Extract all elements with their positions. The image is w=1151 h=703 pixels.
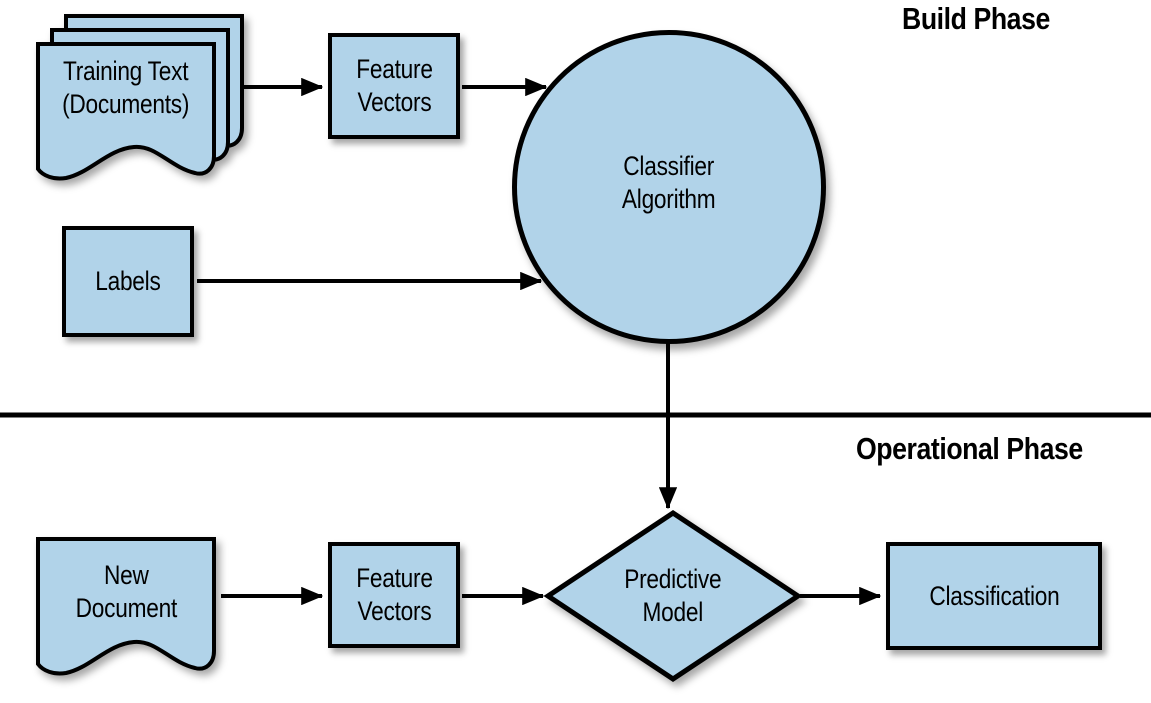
feature-vectors-operational-line1: Feature — [355, 563, 433, 593]
classification-node: Classification — [886, 542, 1102, 650]
feature-vectors-build-node: Feature Vectors — [328, 33, 460, 139]
feature-vectors-operational-line2: Vectors — [357, 596, 431, 626]
classification-label: Classification — [928, 580, 1060, 611]
build-phase-title: Build Phase — [902, 1, 1050, 36]
classifier-algorithm-node: Classifier Algorithm — [512, 30, 826, 344]
feature-vectors-operational-node: Feature Vectors — [328, 542, 460, 648]
predictive-model-diamond-shape — [543, 509, 803, 683]
classifier-algorithm-line2: Algorithm — [622, 184, 716, 214]
feature-vectors-build-line1: Feature — [355, 54, 433, 84]
feature-vectors-build-line2: Vectors — [357, 87, 431, 117]
labels-node: Labels — [62, 226, 194, 337]
training-text-document-stack-shape — [36, 14, 244, 181]
new-document-shape — [36, 537, 216, 676]
labels-label: Labels — [95, 266, 161, 296]
classifier-algorithm-line1: Classifier — [623, 151, 715, 181]
operational-phase-title: Operational Phase — [856, 431, 1083, 466]
